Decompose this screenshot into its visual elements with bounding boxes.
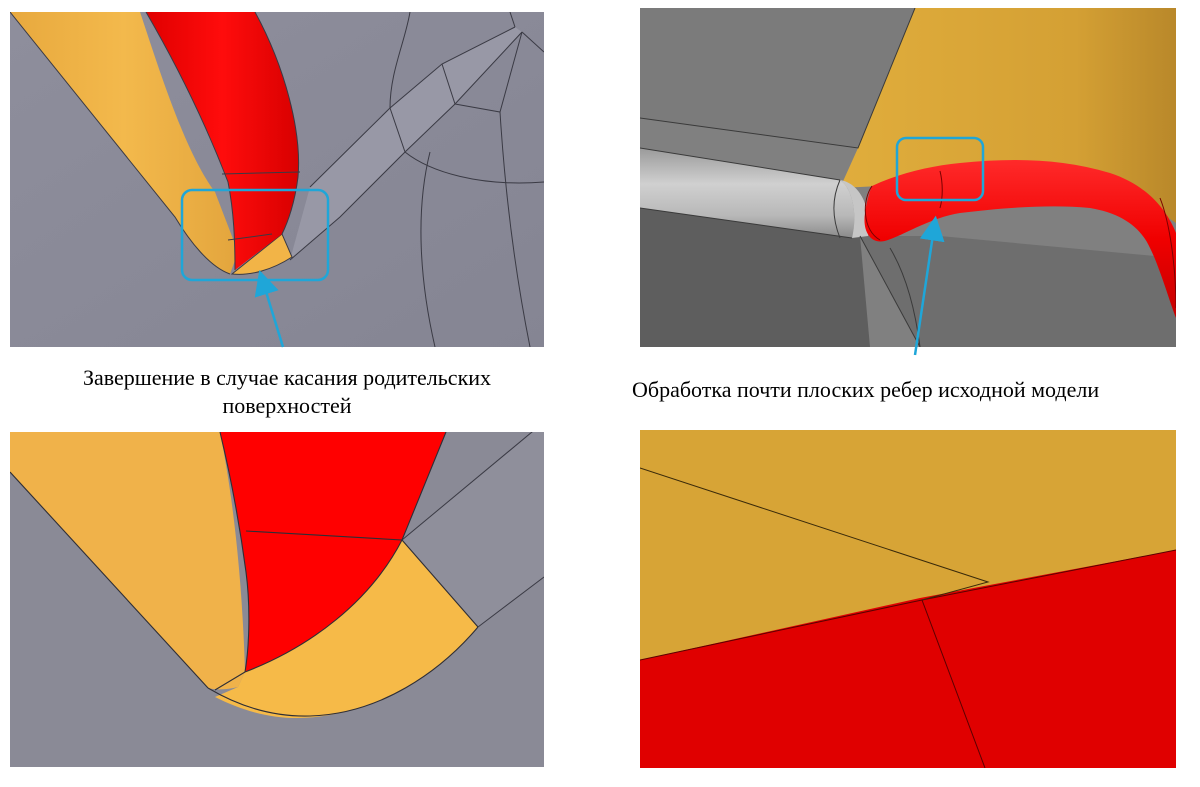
caption-nearly-flat-edges: Обработка почти плоских ребер исходной м…	[632, 377, 1100, 402]
panel-tangent-overview	[10, 12, 544, 347]
caption-tangent-parent-surfaces: Завершение в случае касания родительских…	[82, 365, 492, 418]
panel-flat-edges-overview	[640, 8, 1176, 347]
panel-flat-edge-closeup	[640, 430, 1176, 768]
panel-tangent-closeup	[10, 432, 544, 767]
